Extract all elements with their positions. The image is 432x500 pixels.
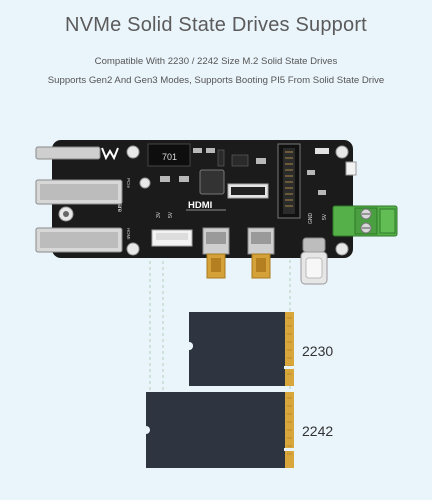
- ssd-2242-label: 2242: [302, 423, 333, 439]
- brand-logo-icon: [101, 147, 119, 161]
- page-title: NVMe Solid State Drives Support: [65, 14, 367, 36]
- hdmi-board-label: HDMI: [188, 200, 212, 211]
- subtitle-gen-support: Supports Gen2 And Gen3 Modes, Supports B…: [47, 75, 385, 86]
- micro-hdmi-plug-left: [202, 227, 230, 279]
- side-label-hdmi: HDMI: [126, 228, 131, 240]
- ssd-2230: [189, 312, 294, 386]
- side-label-pcie: PCIe: [126, 178, 131, 189]
- chip-label: 701: [162, 152, 177, 162]
- pin-label-5v-right: 5V: [322, 213, 328, 220]
- adapter-board: 701 HDMI Waveshare PCIe HDMI 3V 5V GND 5…: [52, 140, 357, 258]
- pin-label-gnd: GND: [308, 213, 314, 225]
- micro-hdmi-plug-right: [247, 227, 275, 279]
- power-terminal-block: [332, 205, 398, 237]
- pcie-ribbon-connectors: [35, 146, 123, 253]
- m2-slot: [277, 143, 301, 219]
- subtitle-compatibility: Compatible With 2230 / 2242 Size M.2 Sol…: [94, 56, 338, 67]
- ssd-2242: [146, 392, 294, 468]
- pin-label-3v: 3V: [156, 211, 162, 218]
- usb-c-plug: [300, 237, 328, 285]
- pin-label-5v: 5V: [168, 211, 174, 218]
- ssd-2230-label: 2230: [302, 343, 333, 359]
